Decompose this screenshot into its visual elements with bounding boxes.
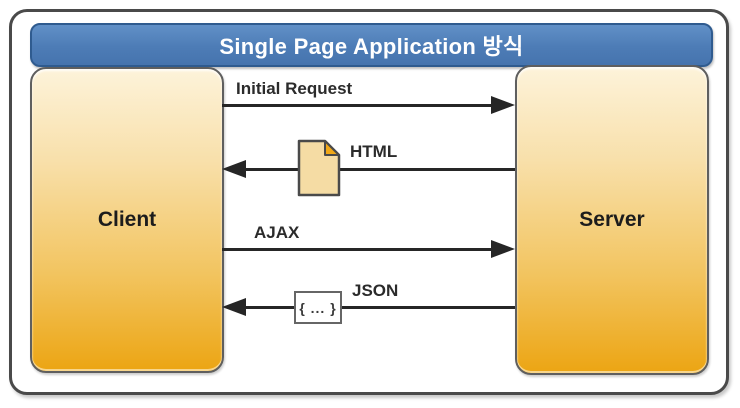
diagram-title: Single Page Application 방식 — [219, 34, 524, 59]
arrowhead-right-icon — [491, 240, 515, 258]
html-response-arrow-line — [246, 168, 515, 171]
server-node: Server — [515, 65, 709, 375]
json-braces-chip: { ... } — [294, 291, 342, 324]
initial-request-arrow-line — [222, 104, 494, 107]
json-chip-text: { ... } — [299, 299, 337, 316]
client-node-label: Client — [97, 208, 157, 231]
json-response-arrow-line — [246, 306, 515, 309]
ajax-request-arrow-line — [222, 248, 494, 251]
html-label: HTML — [350, 142, 398, 161]
diagram-title-bar: Single Page Application 방식 — [30, 23, 713, 67]
arrowhead-right-icon — [491, 96, 515, 114]
html-document-icon — [297, 139, 341, 202]
server-node-label: Server — [579, 208, 645, 231]
json-label: JSON — [352, 281, 399, 300]
initial-request-label: Initial Request — [236, 79, 353, 98]
ajax-label: AJAX — [254, 223, 300, 242]
arrowhead-left-icon — [222, 160, 246, 178]
client-node: Client — [30, 67, 224, 373]
arrowhead-left-icon — [222, 298, 246, 316]
